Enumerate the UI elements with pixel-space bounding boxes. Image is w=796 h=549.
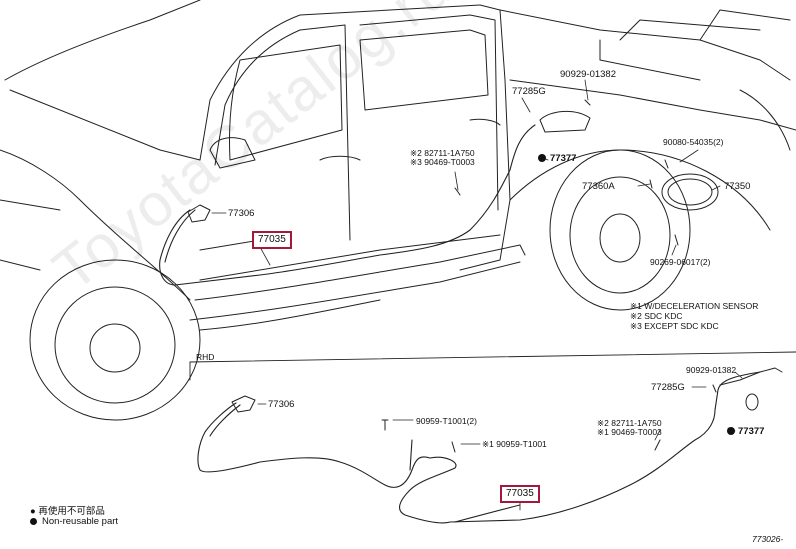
legend-jp: ● 再使用不可部品 [30, 503, 105, 517]
figure-code: 773026- [752, 534, 784, 544]
label-90959b-bottom[interactable]: ※1 90959-T1001 [482, 439, 547, 449]
variant-label: RHD [196, 352, 215, 362]
label-77350-top[interactable]: 77350 [724, 181, 751, 192]
label-note-a2[interactable]: ※3 90469-T0003 [410, 157, 475, 167]
label-90929-bottom[interactable]: 90929-01382 [686, 365, 737, 375]
label-90080-top[interactable]: 90080-54035(2) [663, 137, 724, 147]
label-77285g-top[interactable]: 77285G [512, 86, 546, 97]
label-77377-bottom[interactable]: 77377 [738, 426, 765, 437]
note-1: ※1 W/DECELERATION SENSOR [630, 301, 759, 311]
label-77377-top[interactable]: 77377 [550, 153, 577, 164]
label-90959a-bottom[interactable]: 90959-T1001(2) [416, 416, 477, 426]
leader-lines-top [211, 79, 721, 266]
label-77285g-bottom[interactable]: 77285G [651, 382, 685, 393]
label-90269-top[interactable]: 90269-06017(2) [650, 257, 711, 267]
label-note-a1[interactable]: ※2 82711-1A750 [410, 148, 475, 158]
legend-en: Non-reusable part [30, 516, 118, 527]
nonreusable-dot-top [538, 154, 546, 162]
note-3: ※3 EXCEPT SDC KDC [630, 321, 719, 331]
section-divider [189, 351, 796, 363]
harness-77035-bottom [197, 371, 761, 524]
label-77306-top[interactable]: 77306 [228, 208, 255, 219]
label-77360a-top[interactable]: 77360A [582, 181, 615, 192]
label-90929-top[interactable]: 90929-01382 [560, 69, 616, 80]
legend-jp-text: ● 再使用不可部品 [30, 506, 105, 517]
rear-wheel [549, 149, 691, 311]
label-77035-top[interactable]: 77035 [252, 231, 292, 249]
label-note-b2[interactable]: ※1 90469-T0003 [597, 427, 662, 437]
nonreusable-dot-bottom [727, 427, 735, 435]
harness-77035-top [159, 124, 536, 286]
vehicle-body-outline [0, 0, 796, 331]
front-wheel [29, 259, 201, 421]
sensor-77306-bottom [231, 395, 256, 413]
note-2: ※2 SDC KDC [630, 311, 683, 321]
sensor-77306-top [187, 204, 211, 223]
label-77035-bottom[interactable]: 77035 [500, 485, 540, 503]
flexible-hose-bottom [719, 367, 783, 386]
label-77306-bottom[interactable]: 77306 [268, 399, 295, 410]
nonreusable-dot-icon [30, 518, 37, 525]
label-note-b1[interactable]: ※2 82711-1A750 [597, 418, 662, 428]
legend-en-text: Non-reusable part [42, 516, 119, 527]
